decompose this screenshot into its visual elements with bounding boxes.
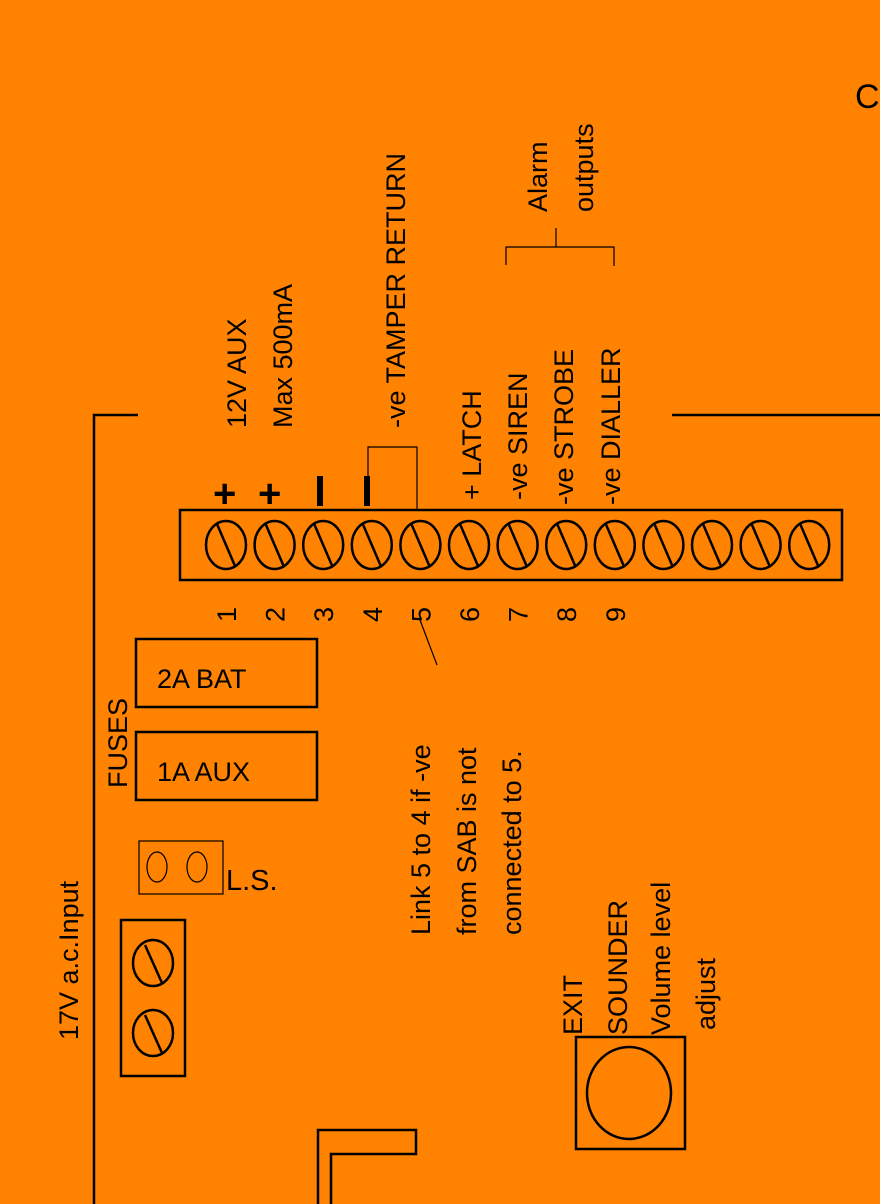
ls-jumper	[138, 840, 224, 895]
terminal-screw-4[interactable]	[350, 519, 394, 571]
fuse-2a-bat-label: 2A BAT	[157, 664, 247, 694]
label-alarm: Alarm	[523, 141, 553, 212]
fuse-2a-bat	[134, 637, 319, 709]
link-note-line-1: Link 5 to 4 if -ve	[406, 744, 436, 935]
l-shaped-component	[316, 1128, 418, 1204]
label-max-500ma: Max 500mA	[268, 284, 298, 428]
label-strobe: -ve STROBE	[549, 349, 579, 505]
polarity-plus-1: +	[213, 472, 236, 516]
ac-input-screw-2	[131, 1008, 175, 1058]
terminal-screw-5[interactable]	[399, 519, 442, 571]
terminal-number-4: 4	[358, 607, 388, 622]
alarm-outputs-bracket	[505, 246, 615, 266]
fuse-1a-aux-label: 1A AUX	[157, 757, 250, 787]
ac-input-label: 17V a.c.Input	[54, 880, 84, 1040]
link-note-pointer	[419, 619, 438, 666]
terminal-screw-6[interactable]	[447, 519, 491, 571]
terminal-number-1: 1	[212, 607, 242, 622]
terminal-screw-1[interactable]	[204, 519, 248, 571]
ls-pin-1	[146, 851, 168, 883]
terminal-screw-10[interactable]	[642, 519, 685, 571]
terminal-labels: 12V AUX Max 500mA -ve TAMPER RETURN + LA…	[222, 123, 626, 505]
terminal-number-3: 3	[309, 607, 339, 622]
label-dialler: -ve DIALLER	[596, 347, 626, 505]
terminal-screw-8[interactable]	[544, 519, 588, 571]
terminal-number-7: 7	[504, 607, 534, 622]
sounder-labels: EXIT SOUNDER Volume level adjust	[558, 882, 721, 1035]
polarity-minus-3	[317, 476, 323, 506]
terminal-screw-11[interactable]	[690, 519, 734, 571]
terminal-number-6: 6	[455, 607, 485, 622]
terminal-number-8: 8	[552, 607, 582, 622]
tamper-link-bracket	[367, 446, 418, 510]
sounder-volume-pot-housing	[574, 1035, 687, 1151]
polarity-plus-2: +	[258, 472, 281, 516]
ac-input-screw-1	[131, 938, 175, 988]
terminal-block	[178, 508, 844, 582]
ls-pin-2	[186, 851, 208, 883]
link-note-line-3: connected to 5.	[497, 750, 527, 935]
terminal-screw-9[interactable]	[593, 519, 637, 571]
label-outputs: outputs	[569, 123, 599, 212]
terminal-screws	[204, 519, 831, 571]
polarity-marks: + +	[213, 472, 370, 516]
terminal-screw-2[interactable]	[253, 519, 296, 571]
label-tamper-return: -ve TAMPER RETURN	[381, 153, 411, 428]
terminal-number-5: 5	[406, 607, 436, 622]
sounder-label-adjust: adjust	[691, 957, 721, 1030]
terminal-number-9: 9	[601, 607, 631, 622]
terminal-number-2: 2	[261, 607, 291, 622]
title-fragment: C	[855, 78, 880, 116]
link-note-line-2: from SAB is not	[452, 747, 482, 935]
terminal-screw-13[interactable]	[787, 519, 831, 571]
ac-input-terminal-block	[119, 918, 187, 1078]
terminal-screw-7[interactable]	[496, 519, 539, 571]
sounder-volume-pot[interactable]	[585, 1045, 673, 1141]
link-note: Link 5 to 4 if -ve from SAB is not conne…	[406, 744, 527, 935]
label-latch: + LATCH	[457, 390, 487, 500]
polarity-minus-4	[364, 476, 370, 506]
sounder-label-volume: Volume level	[646, 882, 676, 1035]
terminal-screw-3[interactable]	[301, 519, 345, 571]
label-12v-aux: 12V AUX	[222, 318, 252, 428]
sounder-label-sounder: SOUNDER	[603, 900, 633, 1035]
terminal-screw-12[interactable]	[739, 519, 782, 571]
fuses-title: FUSES	[103, 698, 133, 788]
fuse-1a-aux	[134, 730, 319, 802]
sounder-label-exit: EXIT	[558, 975, 588, 1035]
ls-label: L.S.	[226, 865, 278, 897]
board-outline-left	[92, 413, 138, 1204]
label-siren: -ve SIREN	[503, 372, 533, 500]
terminal-numbers: 1 2 3 4 5 6 7 8 9	[212, 607, 631, 622]
